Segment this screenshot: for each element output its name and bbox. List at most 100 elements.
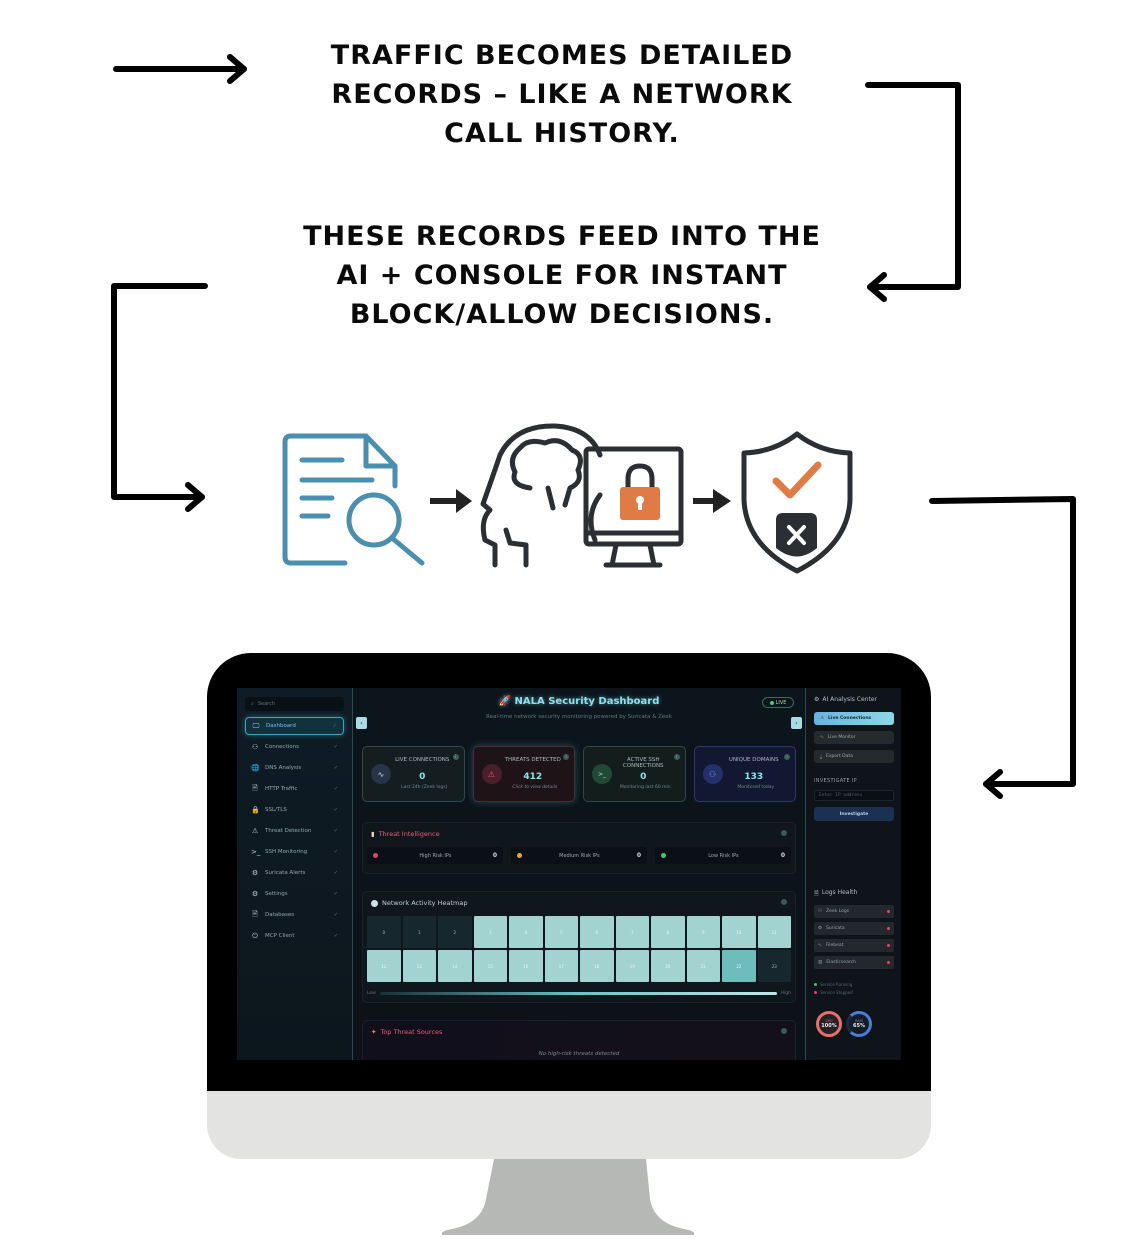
collapse-left-button[interactable]: ‹	[356, 717, 367, 729]
heatmap-cell-hour-9[interactable]: 9	[686, 916, 720, 948]
risk-label: High Risk IPs	[419, 852, 452, 859]
heatmap-cell-hour-13[interactable]: 13	[402, 950, 436, 982]
heatmap-cell-hour-17[interactable]: 17	[544, 950, 578, 982]
sidebar-item-label: SSL/TLS	[265, 807, 287, 813]
stat-label: Threats Detected	[504, 757, 561, 763]
monitor-chin	[207, 1091, 931, 1159]
caption-line: These records feed into the	[303, 221, 821, 252]
info-icon[interactable]	[781, 1028, 787, 1034]
monitor-stand	[441, 1159, 695, 1235]
caption-traffic-records: Traffic becomes detailed records – like …	[0, 36, 1124, 153]
button-label: Live Connections	[828, 716, 872, 721]
sidebar-item-dashboard[interactable]: 🖵Dashboard✓	[245, 717, 344, 735]
sidebar-item-ssl-tls[interactable]: 🔒SSL/TLS✓	[245, 801, 344, 819]
heatmap-cell-hour-3[interactable]: 3	[473, 916, 507, 948]
legend-low: Low	[367, 991, 376, 996]
live-monitor-button[interactable]: ∿Live Monitor	[814, 731, 894, 744]
heatmap-cell-hour-21[interactable]: 21	[686, 950, 720, 982]
heatmap-cell-hour-5[interactable]: 5	[544, 916, 578, 948]
heatmap-cell-hour-4[interactable]: 4	[509, 916, 543, 948]
left-sidebar: ⌕ Search 🖵Dashboard✓ ⚇Connections✓ 🌐DNS An…	[237, 688, 353, 1060]
sidebar-item-connections[interactable]: ⚇Connections✓	[245, 738, 344, 756]
stat-card-domains[interactable]: ⚇ Unique Domains 133 Monitored today i	[693, 746, 796, 802]
stat-card-threats[interactable]: ⚠ Threats Detected 412 Click to view det…	[472, 746, 575, 802]
top-threat-sources-panel: ✦ Top Threat Sources No high-risk threat…	[362, 1020, 796, 1060]
check-icon: ✓	[333, 849, 338, 855]
panel-title: ⚙AI Analysis Center	[814, 696, 877, 703]
shield-icon: ▮	[371, 830, 375, 838]
heatmap-cell-hour-10[interactable]: 10	[722, 916, 756, 948]
heatmap-legend: Low High	[367, 990, 791, 997]
info-icon[interactable]: i	[784, 754, 790, 760]
info-icon[interactable]: i	[673, 754, 680, 760]
log-filebeat[interactable]: ∿Filebeat	[814, 939, 894, 952]
risk-medium[interactable]: Medium Risk IPs 0	[511, 847, 647, 864]
info-icon[interactable]	[781, 899, 787, 905]
sidebar-item-mcp-client[interactable]: ⏻MCP Client✓	[245, 927, 344, 945]
heatmap-cell-hour-16[interactable]: 16	[509, 950, 543, 982]
info-icon[interactable]: i	[563, 754, 569, 760]
heatmap-cell-hour-7[interactable]: 7	[615, 916, 649, 948]
ai-analysis-panel: ⚙AI Analysis Center ⚠Live Connections ∿L…	[805, 688, 901, 1060]
page-subtitle: Real-time network security monitoring po…	[486, 714, 672, 720]
heatmap-cell-hour-18[interactable]: 18	[580, 950, 614, 982]
ip-address-input[interactable]: Enter IP address	[814, 790, 894, 801]
logs-health-title: 🗎Logs Health	[814, 889, 857, 899]
check-icon: ✓	[333, 912, 338, 918]
live-connections-button[interactable]: ⚠Live Connections	[814, 712, 894, 725]
main-content: 🚀 NALA Security Dashboard Real-time netw…	[354, 688, 804, 1060]
sidebar-item-settings[interactable]: ⚙Settings✓	[245, 885, 344, 903]
sidebar-item-http-traffic[interactable]: 🗎HTTP Traffic✓	[245, 780, 344, 798]
heatmap-cell-hour-14[interactable]: 14	[438, 950, 472, 982]
investigate-button[interactable]: Investigate	[814, 807, 894, 821]
heatmap-cell-hour-6[interactable]: 6	[580, 916, 614, 948]
log-zeek[interactable]: ⚇Zeek Logs	[814, 905, 894, 918]
heatmap-cell-hour-0[interactable]: 0	[367, 916, 401, 948]
heatmap-cell-hour-2[interactable]: 2	[438, 916, 472, 948]
heatmap-cell-hour-20[interactable]: 20	[651, 950, 685, 982]
panel-title-text: Threat Intelligence	[378, 830, 440, 838]
gauge-label: CPU	[825, 1019, 833, 1023]
heatmap-cell-hour-15[interactable]: 15	[473, 950, 507, 982]
heatmap-cell-hour-12[interactable]: 12	[367, 950, 401, 982]
heatmap-cell-hour-11[interactable]: 11	[757, 916, 791, 948]
info-icon[interactable]: i	[452, 754, 459, 760]
check-icon: ✓	[333, 870, 338, 876]
heatmap-cell-hour-8[interactable]: 8	[651, 916, 685, 948]
export-data-button[interactable]: ⤓Export Data	[814, 750, 894, 763]
risk-label: Medium Risk IPs	[559, 852, 600, 859]
warning-icon: ⚠	[481, 764, 502, 784]
heatmap-cell-hour-22[interactable]: 22	[722, 950, 756, 982]
search-input[interactable]: ⌕ Search	[245, 697, 344, 711]
sidebar-item-label: Databases	[265, 912, 295, 918]
stat-value: 412	[523, 772, 543, 782]
heatmap-cell-hour-23[interactable]: 23	[757, 950, 791, 982]
legend-text: Service Running	[820, 982, 853, 987]
sidebar-item-ssh-monitoring[interactable]: >_SSH Monitoring✓	[245, 843, 344, 861]
sidebar-item-threat-detection[interactable]: ⚠Threat Detection✓	[245, 822, 344, 840]
heatmap-cell-hour-1[interactable]: 1	[402, 916, 436, 948]
log-elasticsearch[interactable]: ▥Elasticsearch	[814, 956, 894, 969]
info-icon[interactable]	[781, 830, 787, 836]
stat-card-ssh[interactable]: >_ Active SSH Connections 0 Monitoring l…	[583, 746, 686, 802]
sidebar-item-databases[interactable]: 🗎Databases✓	[245, 906, 344, 924]
panel-title-text: AI Analysis Center	[822, 696, 877, 703]
collapse-right-button[interactable]: ›	[791, 717, 802, 729]
caption-line: Traffic becomes detailed	[330, 40, 794, 71]
stat-card-live-connections[interactable]: ∿ Live Connections 0 Last 24h (Zeek logs…	[362, 746, 465, 802]
sidebar-item-suricata-alerts[interactable]: ⚙Suricata Alerts✓	[245, 864, 344, 882]
pulse-icon: ∿	[818, 943, 822, 948]
status-dot-icon	[887, 910, 890, 913]
heatmap-cell-hour-19[interactable]: 19	[615, 950, 649, 982]
panel-title: ▮ Threat Intelligence	[371, 830, 440, 838]
ai-head-monitor-lock-icon	[480, 423, 684, 568]
panel-title-text: Top Threat Sources	[380, 1028, 443, 1036]
sidebar-item-dns-analysis[interactable]: 🌐DNS Analysis✓	[245, 759, 344, 777]
log-suricata[interactable]: ⚙Suricata	[814, 922, 894, 935]
risk-value: 0	[636, 852, 641, 859]
status-dot-icon	[373, 853, 378, 858]
live-dot-icon	[769, 700, 774, 705]
